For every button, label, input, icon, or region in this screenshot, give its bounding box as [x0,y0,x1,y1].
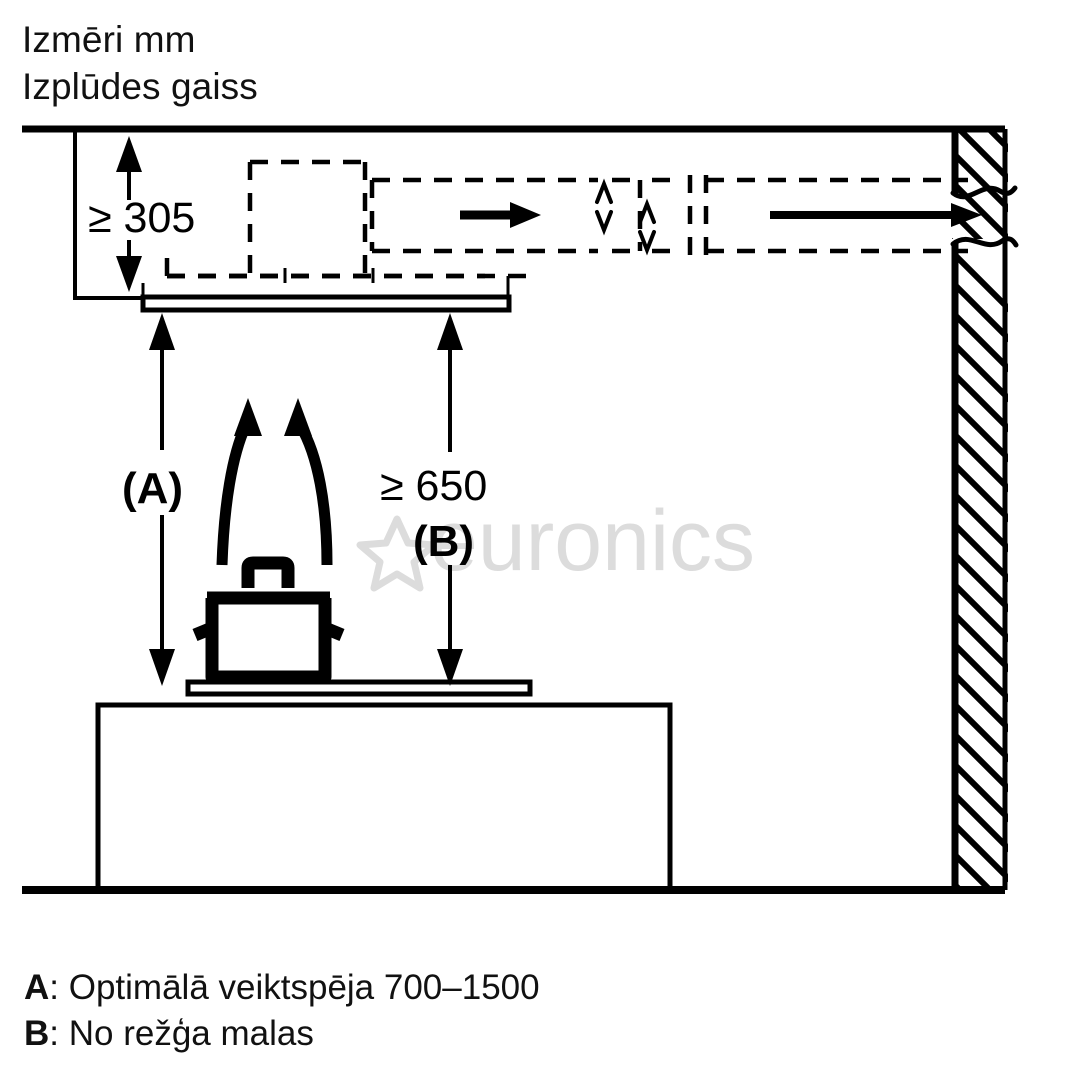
legend-text-a: Optimālā veiktspēja 700–1500 [59,968,540,1007]
steam-arrows [216,422,333,566]
legend-item-b: B: No režģa malas [24,1011,540,1057]
dimension-label-b: (B) [413,517,474,566]
cooking-pot-icon [192,556,345,684]
legend: A: Optimālā veiktspēja 700–1500 B: No re… [24,965,540,1056]
extension-lines [141,268,510,298]
legend-item-a: A: Optimālā veiktspēja 700–1500 [24,965,540,1011]
watermark-star-icon [356,515,438,592]
duct-dashed-outline [164,159,968,279]
legend-text-b: No režģa malas [59,1013,314,1053]
dimension-b: ≥ 650 (B) [380,313,487,686]
watermark-text: euronics [430,493,755,589]
wall-hatching-bottom [952,247,1008,891]
wall-assembly [950,129,1019,891]
wall-hatching-top [952,129,1008,239]
dimension-ceiling-gap: ≥ 305 [88,136,195,292]
dimension-label-a: (A) [122,464,183,513]
airflow-arrow-short [460,202,541,228]
title-line-units: Izmēri mm [22,19,196,60]
airflow-arrow-long [770,203,982,227]
base-cabinet [95,702,673,893]
legend-key-b: B [24,1013,50,1053]
cooktop [185,679,533,697]
dimension-label-305: ≥ 305 [88,194,195,242]
title-line-subject: Izplūdes gaiss [22,66,258,108]
dimension-a: (A) [122,313,183,686]
cooker-hood [140,294,512,313]
dimension-label-650: ≥ 650 [380,462,487,510]
diagram-title: Izmēri mm Izplūdes gaiss [22,16,258,111]
steam-arrowheads [234,398,312,436]
watermark: euronics [356,493,755,592]
legend-separator-b: : [49,1013,60,1053]
legend-key-a: A [24,968,50,1007]
duct-break-symbols [595,178,656,256]
legend-separator-a: : [49,968,60,1007]
wall-break-lines [950,185,1019,248]
